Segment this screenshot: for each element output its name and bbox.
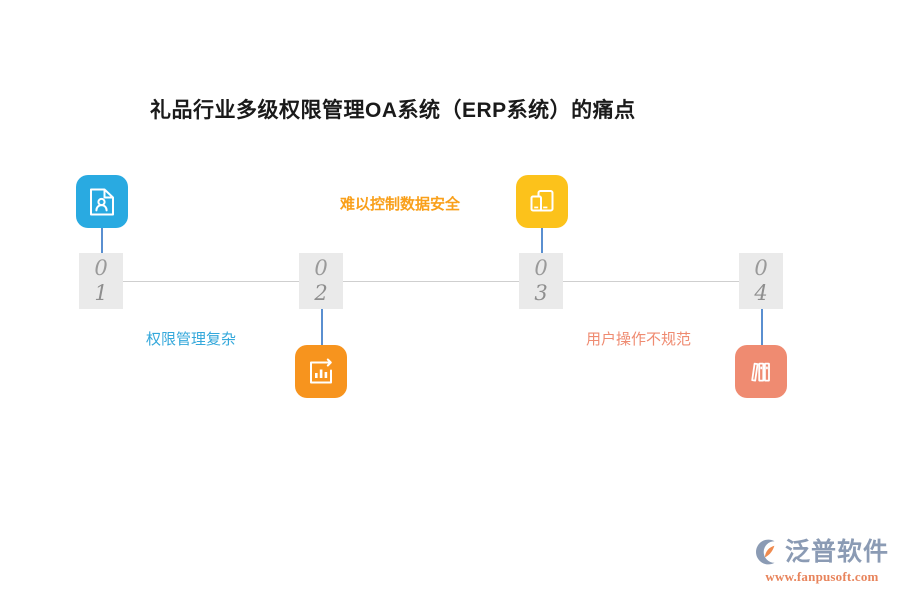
- icon-tile-02[interactable]: [295, 345, 347, 398]
- timeline-stem-02: [321, 309, 323, 345]
- books-icon: [747, 358, 775, 386]
- brand-url: www.fanpusoft.com: [765, 569, 879, 584]
- devices-icon: [527, 188, 557, 216]
- brand-logo-row: 泛普软件: [752, 536, 892, 568]
- brand-logo: 泛普软件 www.fanpusoft.com: [752, 536, 892, 588]
- timeline-number-box-04: 0 4: [739, 253, 783, 309]
- fanpu-circle-logo-icon: [752, 537, 782, 567]
- timeline-stem-03: [541, 228, 543, 254]
- icon-tile-03[interactable]: [516, 175, 568, 228]
- timeline-number-box-03: 0 3: [519, 253, 563, 309]
- timeline-number-box-01: 0 1: [79, 253, 123, 309]
- timeline-digit-top-02: 0: [314, 256, 328, 280]
- timeline-label-01: 权限管理复杂: [146, 331, 237, 348]
- timeline-segment-1-2: [122, 281, 300, 282]
- icon-tile-01[interactable]: [76, 175, 128, 228]
- timeline-segment-2-3: [342, 281, 520, 282]
- timeline-digit-bottom-04: 4: [754, 281, 768, 305]
- timeline-digit-bottom-02: 2: [314, 281, 328, 305]
- timeline-number-box-02: 0 2: [299, 253, 343, 309]
- bar-chart-export-icon: [306, 357, 336, 387]
- brand-name: 泛普软件: [785, 538, 890, 566]
- timeline-label-03: 难以控制数据安全: [340, 196, 461, 213]
- timeline-stem-01: [101, 228, 103, 254]
- timeline-label-04: 用户操作不规范: [586, 331, 692, 348]
- icon-tile-04[interactable]: [735, 345, 787, 398]
- timeline-digit-top-04: 0: [754, 256, 768, 280]
- id-document-icon: [88, 187, 116, 217]
- page-title: 礼品行业多级权限管理OA系统（ERP系统）的痛点: [150, 99, 636, 122]
- timeline-digit-bottom-01: 1: [94, 281, 108, 305]
- timeline-segment-3-4: [562, 281, 740, 282]
- timeline-digit-bottom-03: 3: [534, 281, 548, 305]
- timeline-stem-04: [761, 309, 763, 345]
- timeline-digit-top-01: 0: [94, 256, 108, 280]
- timeline-digit-top-03: 0: [534, 256, 548, 280]
